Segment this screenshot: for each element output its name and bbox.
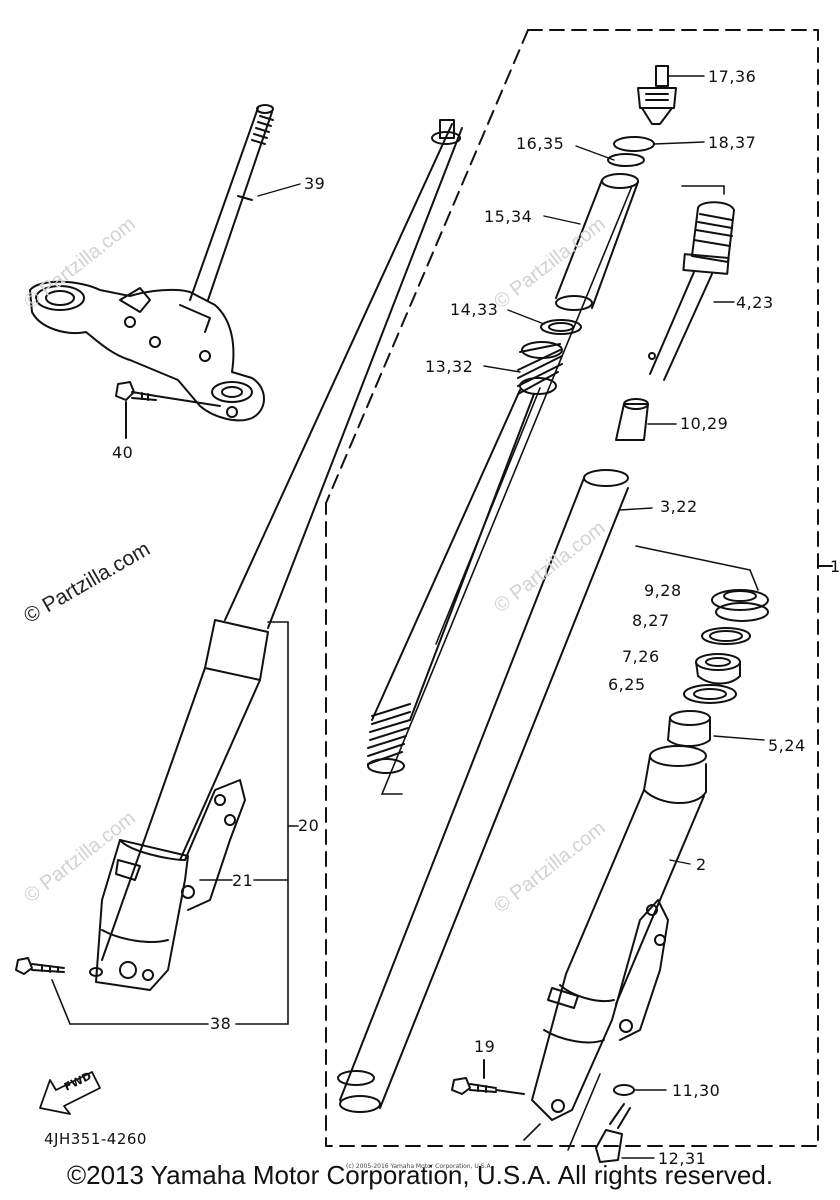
label-part-11-30[interactable]: 11,30 (672, 1081, 721, 1100)
label-part-39[interactable]: 39 (304, 174, 326, 193)
inner-tube-part-3-22 (337, 469, 629, 1113)
label-part-15-34[interactable]: 15,34 (484, 207, 533, 226)
bolt-part-19 (451, 1059, 525, 1095)
label-part-2[interactable]: 2 (696, 855, 707, 874)
label-part-13-32[interactable]: 13,32 (425, 357, 474, 376)
under-bracket (29, 280, 265, 422)
drain-bolt-part-12-31 (595, 1103, 631, 1163)
bracket-4-23 (681, 185, 725, 195)
axle-bolt-part-38 (15, 957, 65, 975)
label-part-6-25[interactable]: 6,25 (608, 675, 646, 694)
copyright-notice: ©2013 Yamaha Motor Corporation, U.S.A. A… (66, 1160, 774, 1190)
label-part-9-28[interactable]: 9,28 (644, 581, 682, 600)
label-part-4-23[interactable]: 4,23 (736, 293, 774, 312)
cap-bolt-part-17-36 (637, 65, 677, 125)
label-part-16-35[interactable]: 16,35 (516, 134, 565, 153)
bolt-part-40 (115, 381, 221, 439)
outer-tube-part-2 (531, 745, 707, 1121)
bracket-damper-spring (381, 185, 633, 795)
label-part-20[interactable]: 20 (298, 816, 320, 835)
assembly-box-outline (325, 29, 819, 1147)
label-part-19[interactable]: 19 (474, 1037, 496, 1056)
o-ring-part-16-35 (607, 153, 645, 167)
label-part-40[interactable]: 40 (112, 443, 134, 462)
label-part-7-26[interactable]: 7,26 (622, 647, 660, 666)
label-part-18-37[interactable]: 18,37 (708, 133, 757, 152)
bracket-lines-20-21-38 (51, 621, 299, 1025)
spring-coil-lower (367, 703, 411, 774)
fine-print: (c) 2005-2016 Yamaha Motor Corporation, … (346, 1163, 493, 1170)
ring-part-18-37 (613, 136, 655, 152)
label-part-12-31[interactable]: 12,31 (658, 1149, 707, 1168)
leader-lines (257, 75, 765, 1159)
washer-part-6-25 (683, 684, 737, 704)
left-fork-assembly-part-20 (89, 119, 463, 991)
label-part-17-36[interactable]: 17,36 (708, 67, 757, 86)
label-part-1[interactable]: 1 (830, 557, 840, 576)
label-part-5-24[interactable]: 5,24 (768, 736, 806, 755)
spacer-part-15-34 (555, 173, 639, 311)
taper-spindle-part-10-29 (615, 398, 649, 441)
label-part-8-27[interactable]: 8,27 (632, 611, 670, 630)
label-part-10-29[interactable]: 10,29 (680, 414, 729, 433)
diagram-code: 4JH351-4260 (44, 1130, 147, 1148)
clip-part-8-27 (701, 627, 751, 645)
damper-rod-part-4-23 (648, 201, 735, 381)
label-part-21[interactable]: 21 (232, 871, 254, 890)
spring-part-13-32 (517, 341, 563, 395)
dust-seal-part-9-28 (711, 589, 769, 622)
washer-part-14-33 (540, 319, 582, 335)
label-part-14-33[interactable]: 14,33 (450, 300, 499, 319)
damper-rod-tube (371, 389, 535, 721)
label-part-38[interactable]: 38 (210, 1014, 232, 1033)
label-part-3-22[interactable]: 3,22 (660, 497, 698, 516)
oil-seal-part-7-26 (695, 653, 741, 685)
bracket-11-12 (523, 1073, 601, 1151)
steering-stem-part-39 (189, 104, 274, 301)
bracket-6-9 (635, 545, 759, 591)
fwd-arrow-icon (39, 1071, 101, 1115)
slide-metal-part-5-24 (667, 710, 711, 747)
gasket-part-11-30 (613, 1084, 635, 1096)
